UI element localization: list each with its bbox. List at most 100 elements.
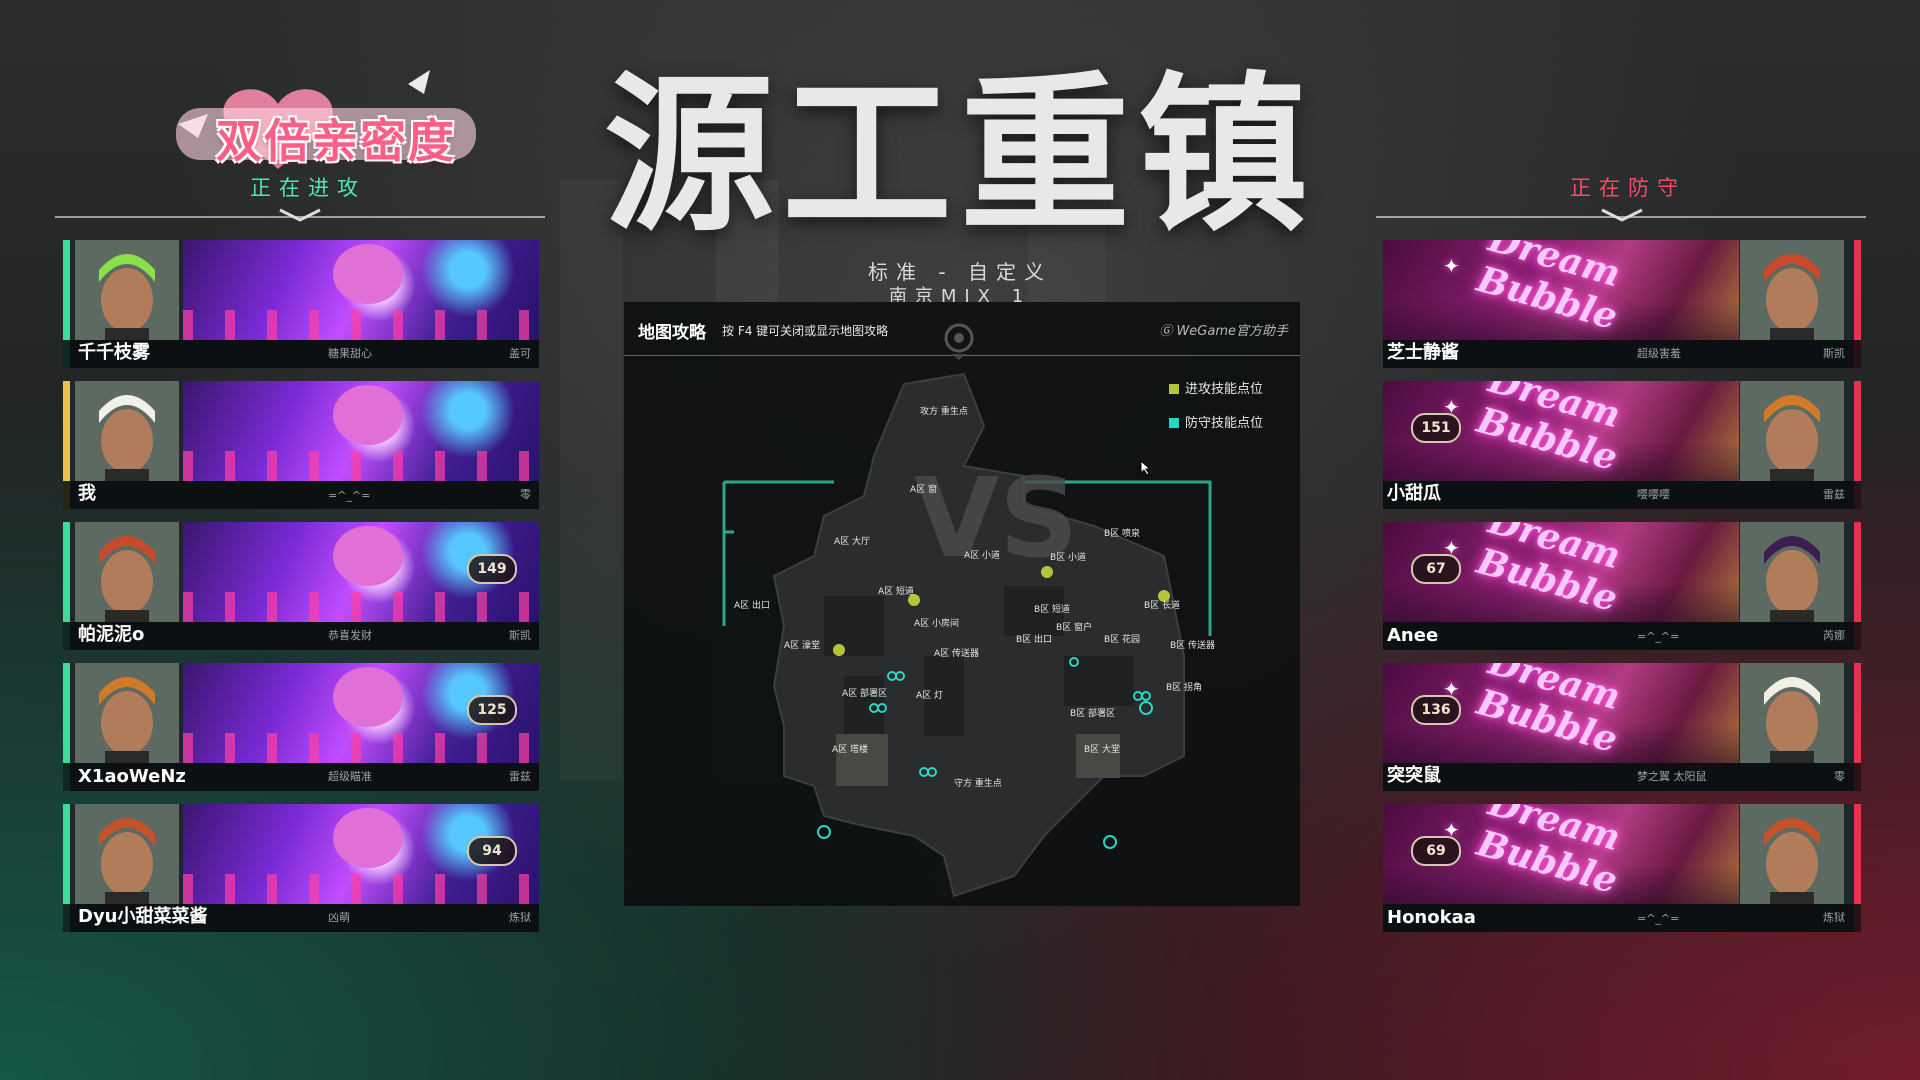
map-location-label: B区 出口 xyxy=(1016,633,1052,645)
attack-divider xyxy=(55,216,545,218)
map-name-title: 源工重镇 xyxy=(603,57,1316,255)
team-color-stripe xyxy=(63,804,70,932)
player-title: 凶萌 xyxy=(328,911,350,924)
agent-portrait-icon xyxy=(1740,240,1844,340)
map-location-label: B区 小道 xyxy=(1050,551,1086,563)
agent-portrait xyxy=(1740,804,1844,904)
nameplate-bar xyxy=(1383,763,1861,791)
account-level-badge: 125 xyxy=(467,695,517,725)
player-name: 小甜瓜 xyxy=(1387,483,1441,504)
agent-portrait xyxy=(75,240,179,340)
defending-team-label: 正在防守 xyxy=(1570,176,1686,200)
attacker-card: 千千枝雾糖果甜心盖可 xyxy=(63,240,539,368)
map-location-label: A区 大厅 xyxy=(834,535,870,547)
agent-portrait-icon xyxy=(75,663,179,763)
player-title: 梦之翼 太阳鼠 xyxy=(1637,770,1707,783)
vs-watermark: VS xyxy=(914,454,1078,582)
player-name: 帕泥泥o xyxy=(78,624,145,645)
map-location-label: A区 小房间 xyxy=(914,617,959,629)
player-title: 恭喜发财 xyxy=(328,629,372,642)
player-title: 超级害羞 xyxy=(1637,347,1681,360)
agent-name: 雷兹 xyxy=(1823,488,1845,501)
map-location-label: B区 窗户 xyxy=(1056,621,1092,633)
agent-portrait-icon xyxy=(1740,381,1844,481)
account-level-badge: 69 xyxy=(1411,836,1461,866)
agent-portrait-icon xyxy=(75,522,179,622)
team-color-stripe xyxy=(1854,663,1861,791)
nameplate-bar xyxy=(1383,622,1861,650)
agent-portrait-icon xyxy=(1740,663,1844,763)
player-card-banner xyxy=(183,240,539,340)
player-name: 芝士静酱 xyxy=(1387,342,1459,363)
wegame-brand: Ⓖ WeGame官方助手 xyxy=(1159,324,1288,339)
legend-attack: 进攻技能点位 xyxy=(1169,378,1263,397)
player-card-banner xyxy=(183,381,539,481)
map-location-label: A区 出口 xyxy=(734,599,770,611)
agent-name: 零 xyxy=(1834,770,1845,783)
agent-name: 盖可 xyxy=(509,347,531,360)
agent-portrait xyxy=(75,522,179,622)
nameplate-bar xyxy=(63,763,539,791)
agent-name: 斯凯 xyxy=(1823,347,1845,360)
banner-sign: Dream Bubble xyxy=(1472,240,1625,339)
banner-art xyxy=(333,526,403,586)
player-name: 我 xyxy=(78,483,96,504)
agent-portrait-icon xyxy=(1740,522,1844,622)
team-color-stripe xyxy=(63,663,70,791)
map-location-label: 守方 重生点 xyxy=(954,777,1002,789)
nameplate-bar xyxy=(1383,481,1861,509)
agent-name: 炼狱 xyxy=(1823,911,1845,924)
account-level-badge: 149 xyxy=(467,554,517,584)
map-guide-panel: 地图攻略 按 F4 键可关闭或显示地图攻略 Ⓖ WeGame官方助手 进攻技能点… xyxy=(624,302,1300,906)
banner-lights xyxy=(183,451,539,481)
map-guide-hint: 按 F4 键可关闭或显示地图攻略 xyxy=(722,324,889,338)
player-card-banner: ✦Dream Bubble xyxy=(1383,240,1739,340)
agent-portrait-icon xyxy=(75,240,179,340)
banner-sign: Dream Bubble xyxy=(1472,381,1625,480)
banner-art xyxy=(333,667,403,727)
map-location-label: A区 灯 xyxy=(916,690,943,701)
legend-attack-swatch xyxy=(1169,384,1179,394)
banner-sign: Dream Bubble xyxy=(1472,522,1625,621)
agent-portrait xyxy=(1740,663,1844,763)
map-location-label: A区 传送器 xyxy=(934,647,979,659)
team-color-stripe xyxy=(63,381,70,509)
valorant-logo-icon xyxy=(944,323,974,360)
map-location-label: A区 塔楼 xyxy=(832,743,868,755)
player-title: =^_^= xyxy=(328,489,371,502)
banner-lights xyxy=(183,733,539,763)
banner-lights xyxy=(183,874,539,904)
map-location-label: A区 澡堂 xyxy=(784,639,820,651)
team-color-stripe xyxy=(1854,240,1861,368)
player-title: 超级瞄准 xyxy=(328,770,372,783)
map-location-label: A区 短道 xyxy=(878,585,914,597)
team-color-stripe xyxy=(1854,522,1861,650)
map-location-label: 攻方 重生点 xyxy=(920,405,968,417)
wegame-logo-icon: Ⓖ xyxy=(1159,324,1177,339)
agent-portrait xyxy=(1740,522,1844,622)
map-location-label: B区 传送器 xyxy=(1170,639,1215,651)
banner-art xyxy=(333,808,403,868)
map-location-label: B区 部署区 xyxy=(1070,707,1115,719)
map-guide-header: 地图攻略 按 F4 键可关闭或显示地图攻略 Ⓖ WeGame官方助手 xyxy=(624,302,1300,360)
nameplate-bar xyxy=(63,622,539,650)
banner-sign: Dream Bubble xyxy=(1472,804,1625,903)
player-name: Anee xyxy=(1387,625,1439,646)
account-level-badge: 151 xyxy=(1411,413,1461,443)
map-location-label: A区 窗 xyxy=(910,483,937,495)
chevron-down-icon xyxy=(279,208,321,222)
player-name: 突突鼠 xyxy=(1387,765,1441,786)
player-name: Dyu小甜菜菜酱 xyxy=(78,906,208,927)
event-badge-text: 双倍亲密度 xyxy=(216,114,456,168)
player-title: =^_^= xyxy=(1637,630,1680,643)
room-name-label: 南京MIX 1 xyxy=(888,286,1032,302)
player-title: 嘤嘤嘤 xyxy=(1637,488,1670,501)
team-color-stripe xyxy=(1854,381,1861,509)
map-guide-title: 地图攻略 xyxy=(638,323,706,343)
